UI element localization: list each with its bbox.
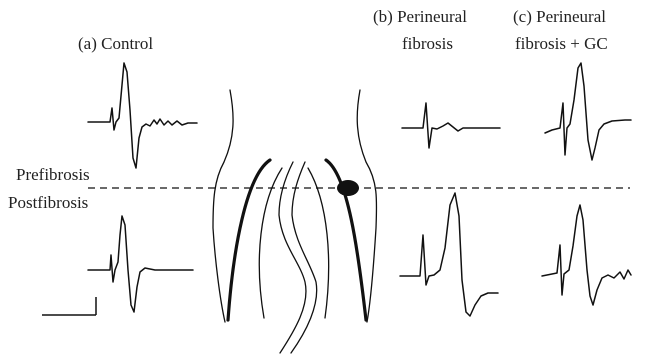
trace-control-prefibrosis	[88, 63, 197, 168]
label-gc-line1: (c) Perineural	[513, 7, 606, 26]
limb-outline-right	[357, 90, 376, 322]
hindlimb-outline	[213, 90, 377, 353]
tail-outline-left	[279, 162, 306, 353]
label-perineural-line1: (b) Perineural	[373, 7, 467, 26]
trace-perineural-prefibrosis	[402, 103, 500, 148]
inner-leg-outline-right	[308, 168, 329, 318]
label-postfibrosis: Postfibrosis	[8, 193, 88, 212]
label-gc-line2: fibrosis + GC	[515, 34, 608, 53]
trace-gc-prefibrosis	[545, 63, 631, 160]
label-control: (a) Control	[78, 34, 153, 53]
trace-gc-postfibrosis	[542, 205, 631, 305]
sciatic-nerve-left	[228, 160, 270, 320]
scale-bar	[42, 297, 96, 315]
fibrosis-lesion-marker	[337, 180, 359, 196]
label-prefibrosis: Prefibrosis	[16, 165, 90, 184]
trace-perineural-postfibrosis	[400, 193, 498, 316]
tail-outline-right	[291, 162, 317, 353]
label-perineural-line2: fibrosis	[402, 34, 453, 53]
trace-control-postfibrosis	[88, 216, 193, 312]
inner-leg-outline-left	[259, 168, 282, 318]
